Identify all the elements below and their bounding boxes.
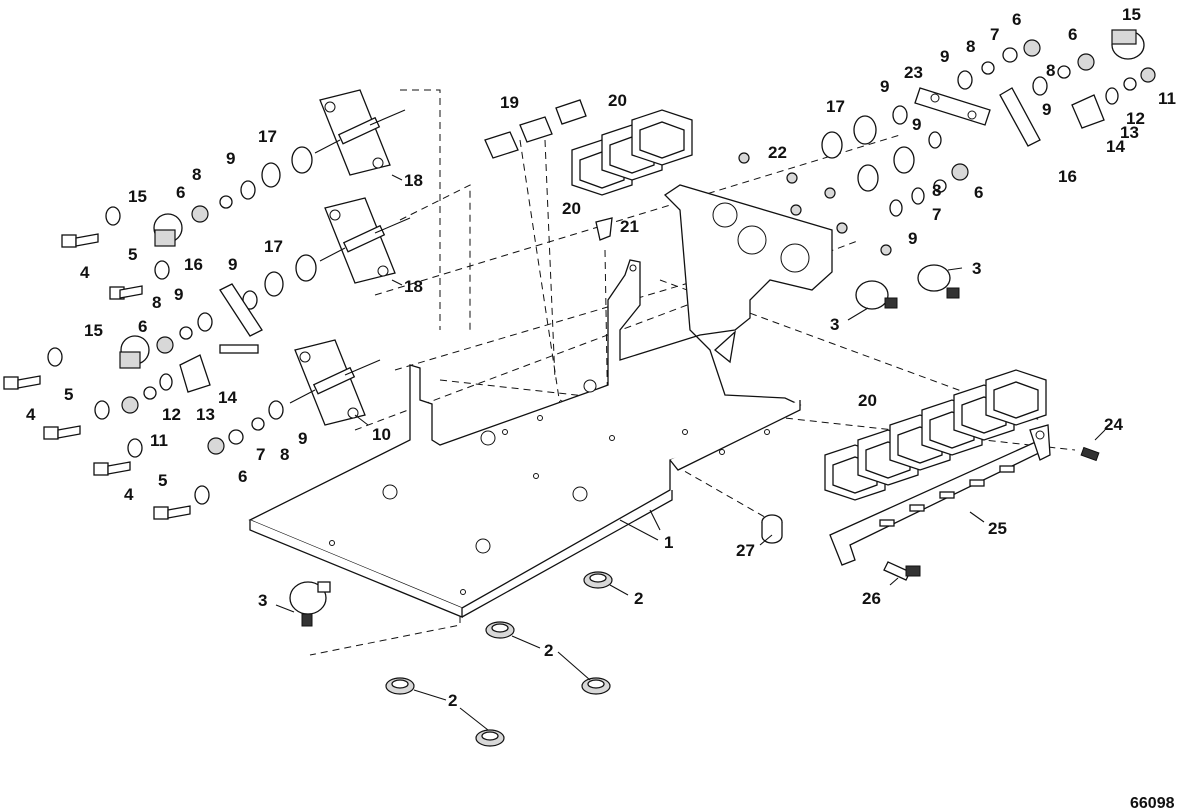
callout-2: 2 [448, 691, 457, 710]
callout-labels: 1 2 2 2 3 3 3 4 4 4 5 5 5 6 6 6 6 6 6 7 … [26, 5, 1176, 710]
callout-6: 6 [138, 317, 147, 336]
callout-8: 8 [152, 293, 161, 312]
nuts-and-washers [121, 39, 1156, 455]
callout-20: 20 [608, 91, 627, 110]
callout-5: 5 [128, 245, 137, 264]
callout-9: 9 [1042, 100, 1051, 119]
callout-25: 25 [988, 519, 1007, 538]
callout-10: 10 [372, 425, 391, 444]
callout-8: 8 [932, 181, 941, 200]
callout-16: 16 [1058, 167, 1077, 186]
callout-19: 19 [500, 93, 519, 112]
callout-3: 3 [830, 315, 839, 334]
callout-21: 21 [620, 217, 639, 236]
callout-4: 4 [80, 263, 90, 282]
fuse-holders [484, 99, 613, 241]
callout-14: 14 [218, 388, 237, 407]
callout-15: 15 [128, 187, 147, 206]
callout-6: 6 [238, 467, 247, 486]
callout-6: 6 [1012, 10, 1021, 29]
figure-number: 66098 [1130, 795, 1175, 812]
callout-22: 22 [768, 143, 787, 162]
callout-7: 7 [932, 205, 941, 224]
callout-6: 6 [176, 183, 185, 202]
bolts-and-washers [3, 206, 210, 520]
callout-15: 15 [84, 321, 103, 340]
callout-5: 5 [64, 385, 73, 404]
callout-9: 9 [908, 229, 917, 248]
grommets [385, 571, 613, 747]
callout-9: 9 [880, 77, 889, 96]
callout-14: 14 [1106, 137, 1125, 156]
callout-17: 17 [258, 127, 277, 146]
clamps [289, 264, 960, 627]
callout-12: 12 [162, 405, 181, 424]
callout-17: 17 [264, 237, 283, 256]
callout-17: 17 [826, 97, 845, 116]
callout-9: 9 [226, 149, 235, 168]
callout-9: 9 [298, 429, 307, 448]
callout-2: 2 [634, 589, 643, 608]
callout-8: 8 [966, 37, 975, 56]
callout-7: 7 [256, 445, 265, 464]
callout-6: 6 [974, 183, 983, 202]
callout-8: 8 [280, 445, 289, 464]
mounting-plate [248, 184, 833, 618]
callout-4: 4 [26, 405, 36, 424]
callout-9: 9 [228, 255, 237, 274]
callout-6: 6 [1068, 25, 1077, 44]
callout-8: 8 [192, 165, 201, 184]
callout-13: 13 [1120, 123, 1139, 142]
relay-bracket [761, 424, 1100, 581]
callout-15: 15 [1122, 5, 1141, 24]
callout-3: 3 [972, 259, 981, 278]
callout-27: 27 [736, 541, 755, 560]
stud-blocks [289, 89, 411, 426]
terminal-parts [119, 29, 1145, 393]
callout-9: 9 [174, 285, 183, 304]
callout-8: 8 [1046, 61, 1055, 80]
callout-11: 11 [150, 431, 168, 450]
callout-20: 20 [858, 391, 877, 410]
callout-9: 9 [912, 115, 921, 134]
callout-3: 3 [258, 591, 267, 610]
callout-20: 20 [562, 199, 581, 218]
callout-16: 16 [184, 255, 203, 274]
callout-4: 4 [124, 485, 134, 504]
callout-23: 23 [904, 63, 923, 82]
callout-9: 9 [940, 47, 949, 66]
callout-1: 1 [664, 533, 673, 552]
callout-12: 12 [1126, 109, 1145, 128]
relays [571, 109, 1047, 501]
callout-11: 11 [1158, 89, 1176, 108]
callout-7: 7 [990, 25, 999, 44]
callout-18: 18 [404, 277, 423, 296]
callout-24: 24 [1104, 415, 1123, 434]
callout-18: 18 [404, 171, 423, 190]
leader-lines [275, 174, 1106, 731]
callout-5: 5 [158, 471, 167, 490]
callout-2: 2 [544, 641, 553, 660]
callout-13: 13 [196, 405, 215, 424]
callout-26: 26 [862, 589, 881, 608]
